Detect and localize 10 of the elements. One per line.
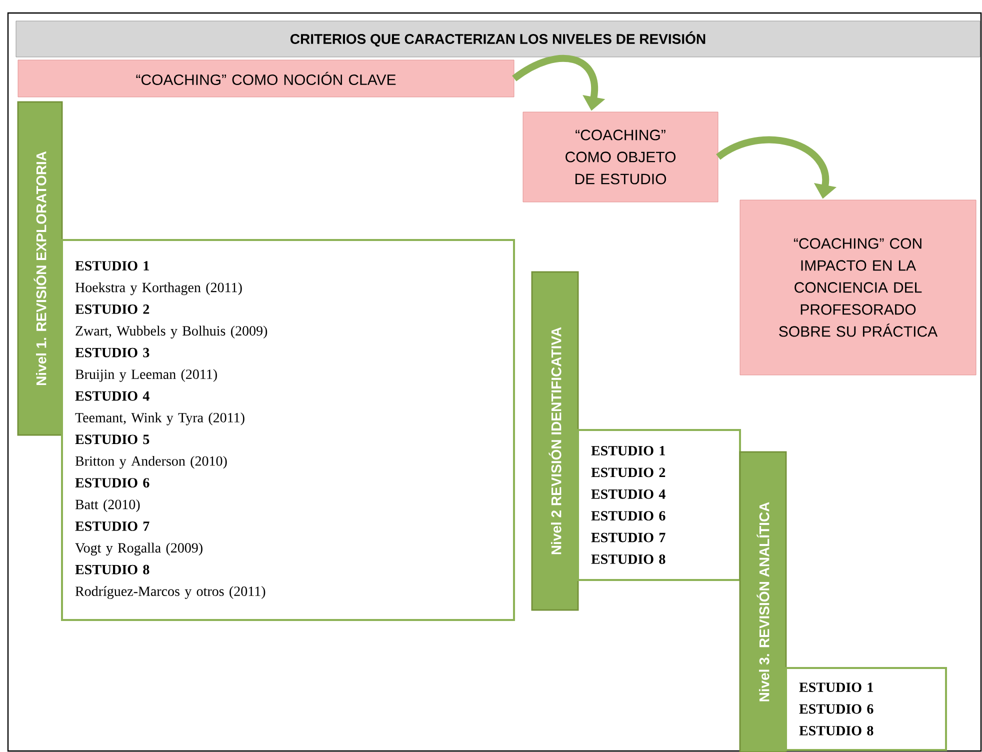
study-list-box: ESTUDIO 1 ESTUDIO 2 ESTUDIO 4 ESTUDIO 6 ESTUDIO 7 ESTUDIO 8 [577, 429, 741, 581]
concept-box: “COACHING” COMO OBJETO DE ESTUDIO [522, 112, 718, 202]
concept-box: “COACHING” COMO NOCIÓN CLAVE [18, 60, 514, 98]
level-bar: Nivel 2 REVISIÓN IDENTIFICATIVA [531, 271, 579, 611]
level-bar: Nivel 3. REVISIÓN ANALÍTICA [739, 451, 787, 752]
study-list-box: ESTUDIO 1 Hoekstra y Korthagen (2011) ESTUDIO 2 Zwart, Wubbels y Bolhuis (2009) ESTUDIO 3 Bruijin y Leeman (2011) ESTUDIO 4 Teemant, Wink y Tyra (2011) ESTUDIO 5 Britton y Anderson (2010) ESTUDIO 6 Batt (2010) ESTUDIO 7 Vogt y Rogalla (2009) ESTUDIO 8 Rodríguez-Marcos y otros (2011) [61, 239, 515, 621]
study-list-box: ESTUDIO 1 ESTUDIO 6 ESTUDIO 8 [785, 667, 947, 751]
level-bar: Nivel 1. REVISIÓN EXPLORATORIA [17, 101, 63, 436]
title-bar: CRITERIOS QUE CARACTERIZAN LOS NIVELES DE REVISIÓN [16, 20, 980, 58]
concept-box: “COACHING” CON IMPACTO EN LA CONCIENCIA DEL PROFESORADO SOBRE SU PRÁCTICA [740, 200, 976, 376]
